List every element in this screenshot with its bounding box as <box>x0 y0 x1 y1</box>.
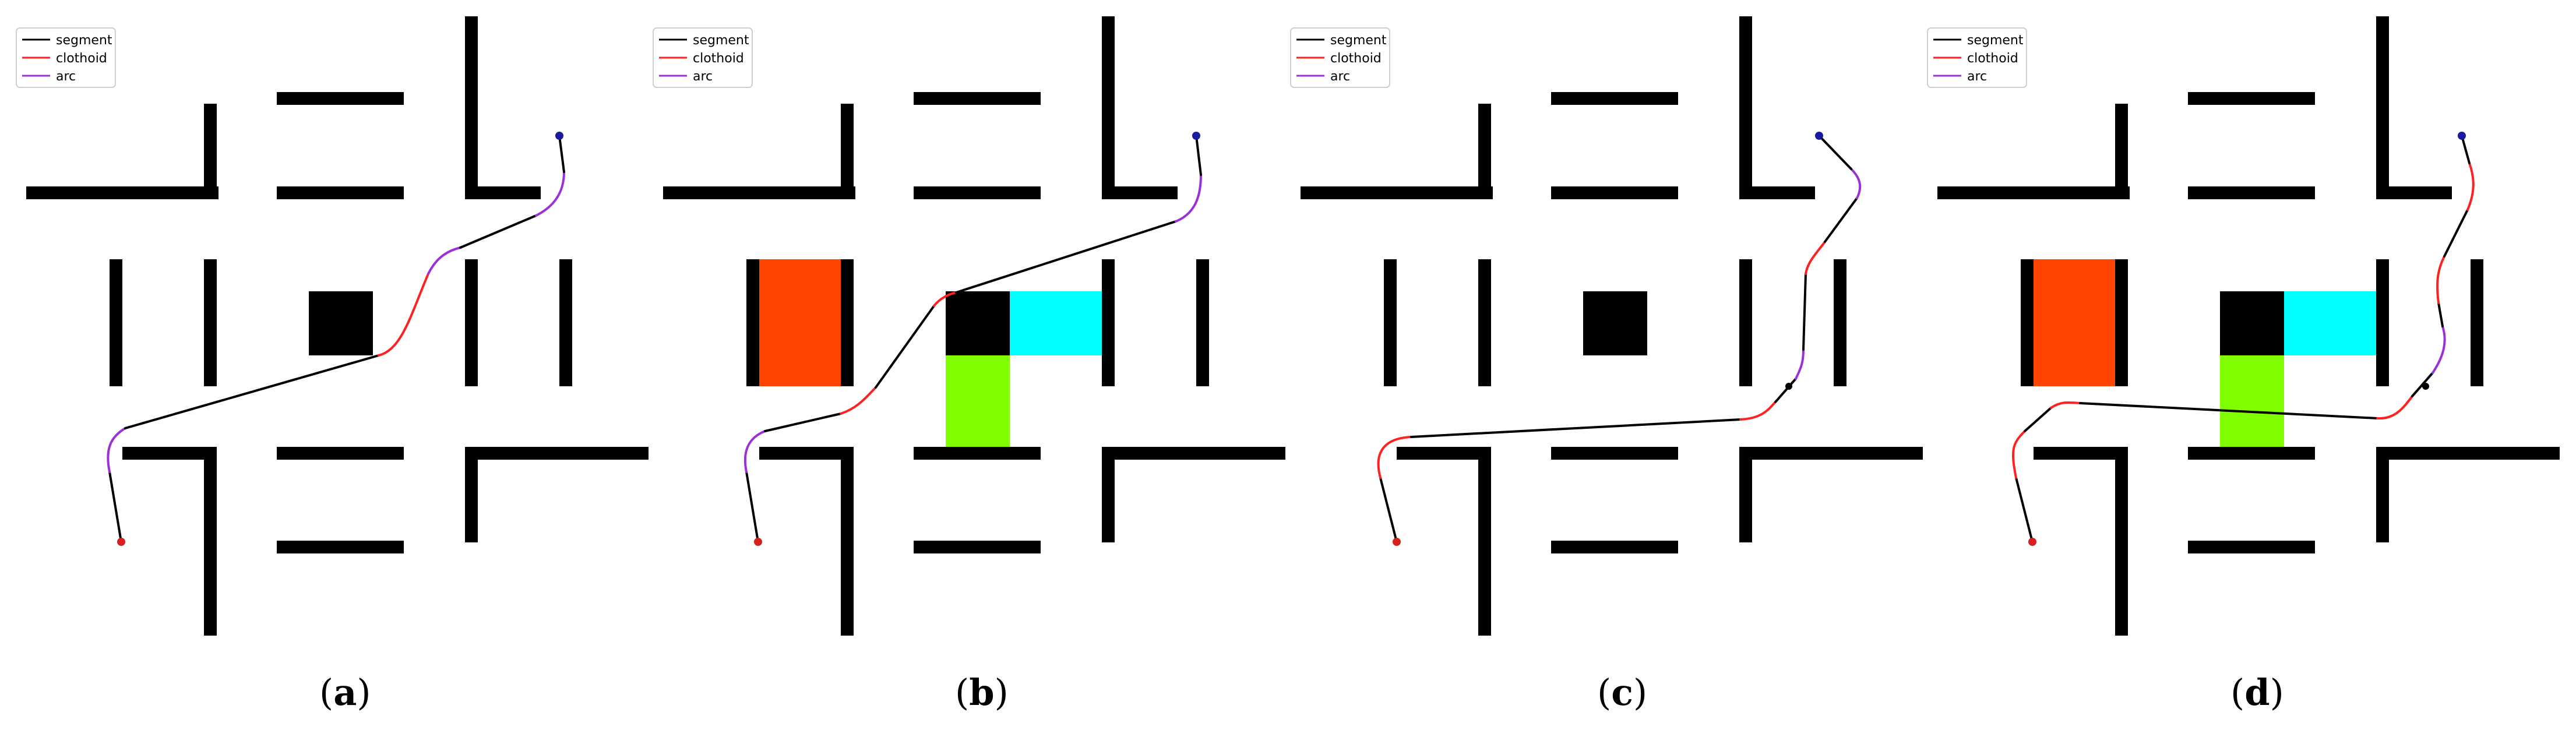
goal-marker <box>1815 132 1823 140</box>
path <box>107 135 565 543</box>
green-region <box>946 355 1010 447</box>
legend-label-segment: segment <box>693 33 749 48</box>
legend: segment clothoid arc <box>1290 27 1390 88</box>
legend-label-segment: segment <box>1330 33 1387 48</box>
orange-region <box>2034 259 2115 386</box>
legend-label-arc: arc <box>1330 69 1350 84</box>
panel-caption: (b) <box>955 671 1009 714</box>
goal-marker <box>555 132 563 140</box>
orange-region <box>759 259 841 386</box>
path <box>743 135 1202 543</box>
central-block <box>2220 291 2284 355</box>
start-marker <box>2028 538 2036 546</box>
panel-a: segment clothoid arc (a) <box>16 16 649 714</box>
start-marker <box>1393 538 1401 546</box>
legend: segment clothoid arc <box>653 27 753 88</box>
legend-label-clothoid: clothoid <box>56 51 107 66</box>
panel-c: segment clothoid arc (c) <box>1290 16 1923 714</box>
waypoint-marker <box>2422 383 2429 390</box>
cyan-region <box>2284 291 2376 355</box>
legend-label-segment: segment <box>56 33 112 48</box>
central-block <box>309 291 373 355</box>
cyan-region <box>1010 291 1102 355</box>
legend-label-arc: arc <box>693 69 713 84</box>
panel-caption: (d) <box>2230 671 2284 714</box>
legend-label-clothoid: clothoid <box>1330 51 1382 66</box>
legend-label-clothoid: clothoid <box>1967 51 2018 66</box>
start-marker <box>117 538 125 546</box>
legend-label-segment: segment <box>1967 33 2024 48</box>
panel-d: segment clothoid arc (d) <box>1927 16 2560 714</box>
legend-label-arc: arc <box>56 69 76 84</box>
goal-marker <box>2458 132 2466 140</box>
panel-caption: (a) <box>319 671 371 714</box>
path <box>1377 135 1862 543</box>
panel-b: segment clothoid arc (b) <box>653 16 1285 714</box>
legend: segment clothoid arc <box>16 27 116 88</box>
central-block <box>1583 291 1647 355</box>
goal-marker <box>1192 132 1200 140</box>
panel-caption: (c) <box>1597 671 1647 714</box>
path <box>2012 135 2475 543</box>
legend-label-arc: arc <box>1967 69 1987 84</box>
central-block <box>946 291 1010 355</box>
waypoint-marker <box>1785 383 1792 390</box>
legend-label-clothoid: clothoid <box>693 51 744 66</box>
green-region <box>2220 355 2284 447</box>
legend: segment clothoid arc <box>1927 27 2027 88</box>
start-marker <box>754 538 762 546</box>
